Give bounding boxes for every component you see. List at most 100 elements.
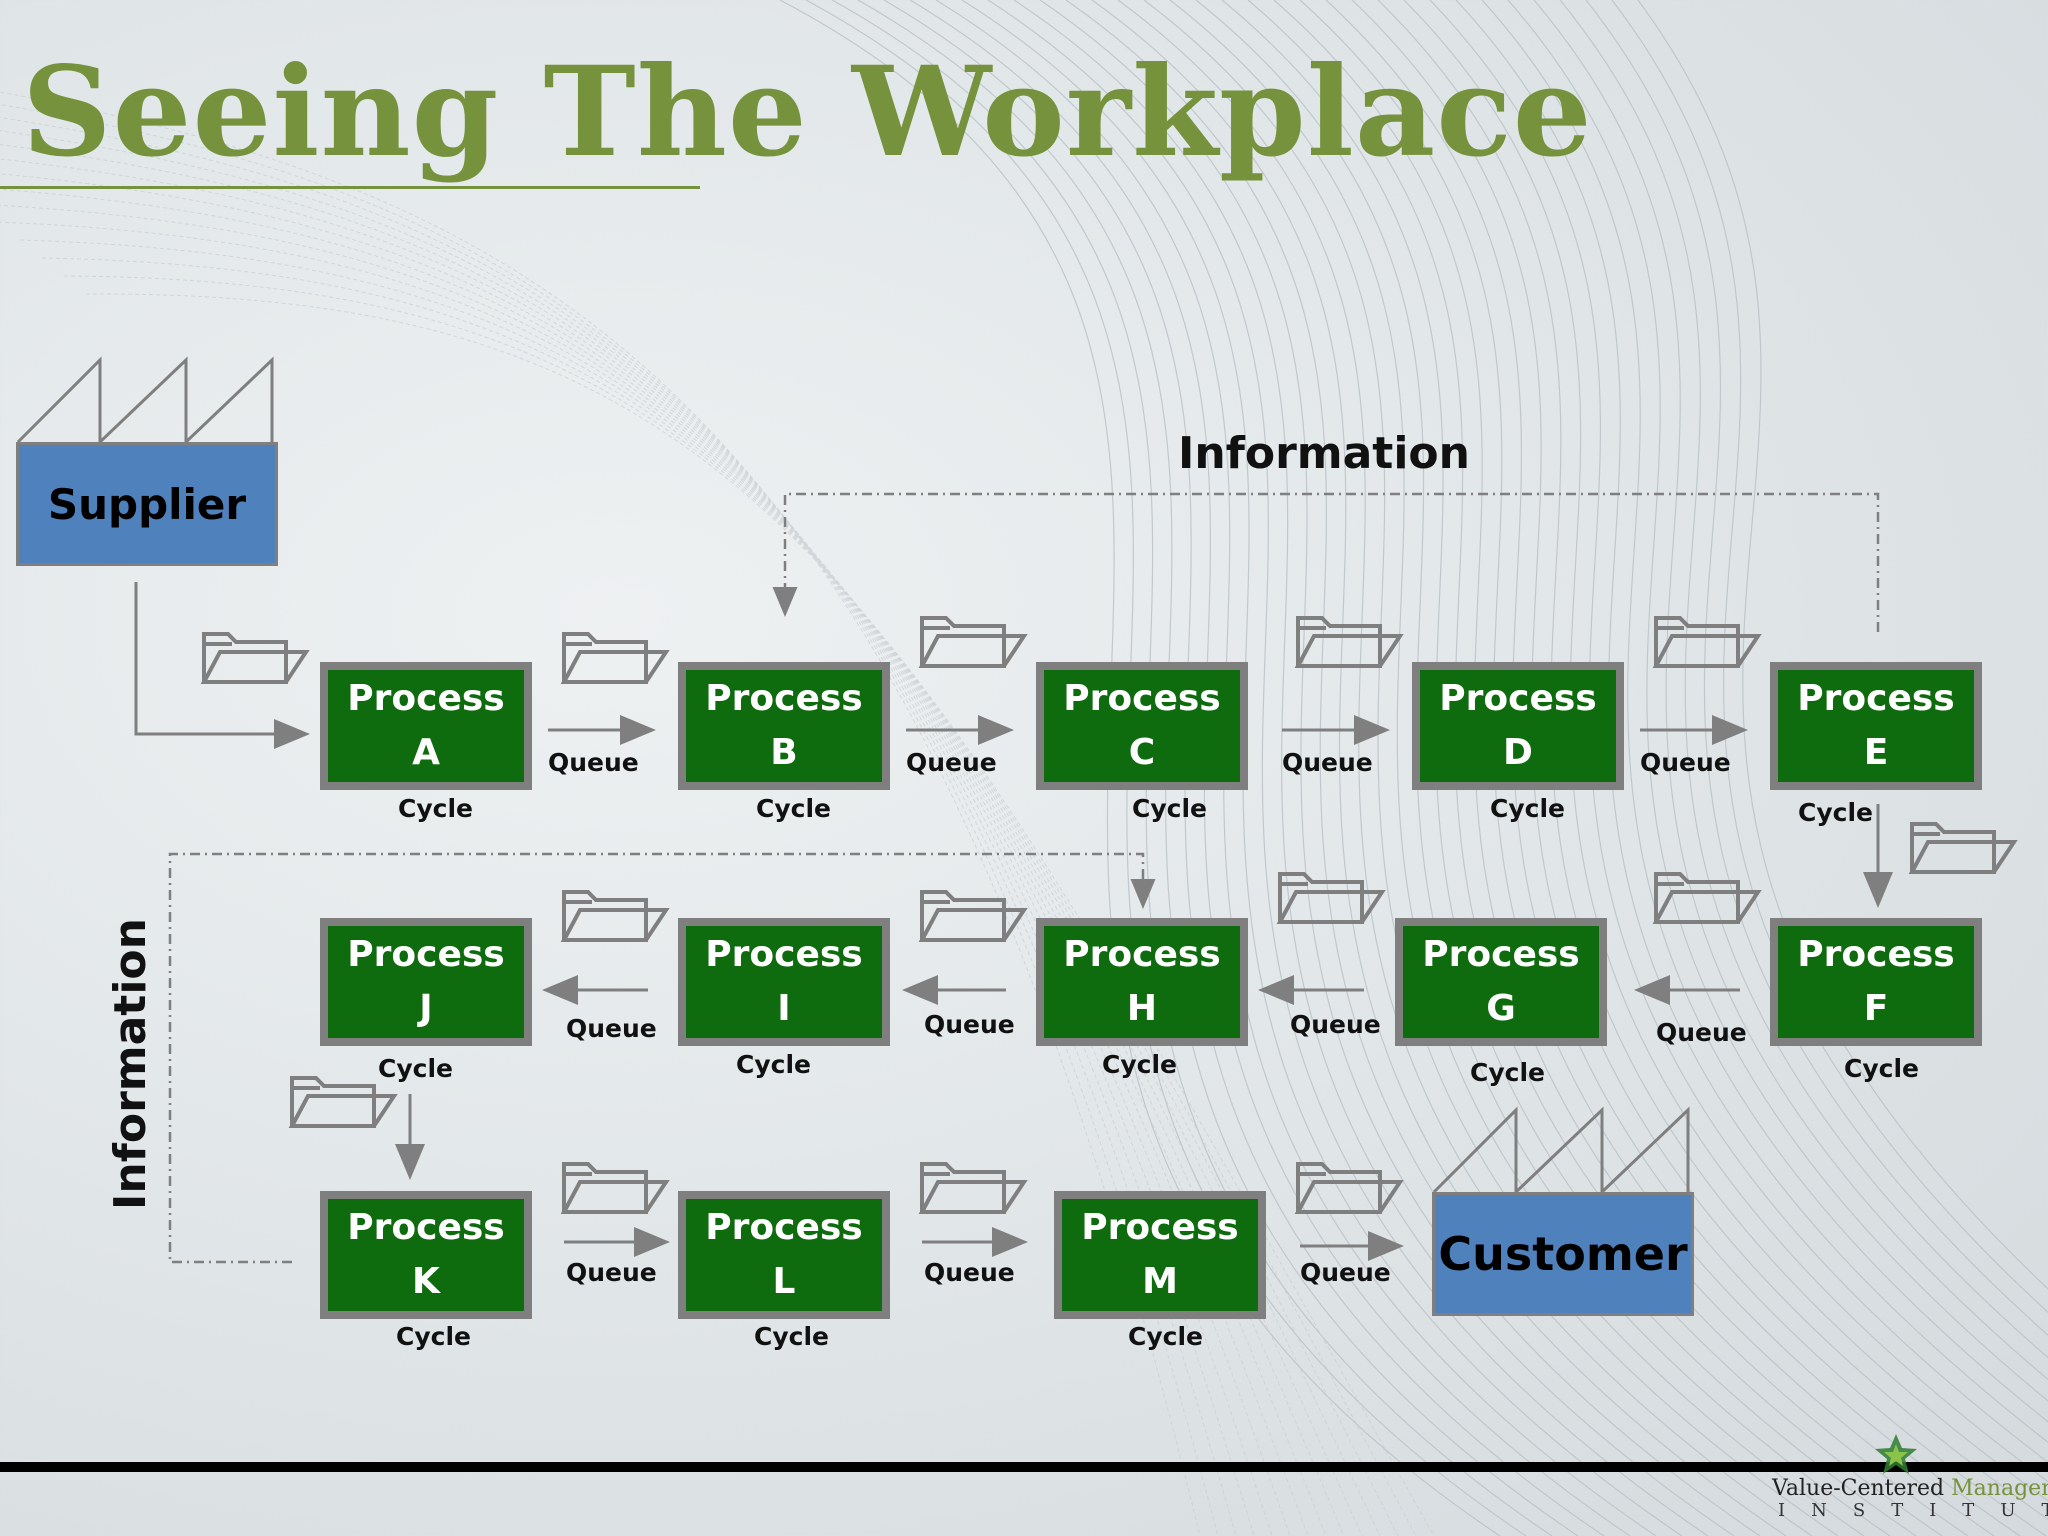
process-word: Process [1063,678,1221,719]
process-word: Process [1439,678,1597,719]
cycle-label: Cycle [1102,1050,1177,1079]
folder-icon [918,890,1028,942]
supplier-factory-roof [16,356,274,446]
cycle-label: Cycle [736,1050,811,1079]
queue-label: Queue [566,1258,657,1287]
wave-line [1611,0,2048,1313]
process-word: Process [705,934,863,975]
process-word: Process [705,678,863,719]
process-letter: J [419,988,433,1029]
folder-icon [560,632,670,684]
folder-icon [560,890,670,942]
wave-line-dashed [0,91,1201,1536]
queue-label: Queue [1300,1258,1391,1287]
background-wave-lines-dashed [0,91,1435,1536]
queue-label: Queue [924,1258,1015,1287]
logo-star-icon [1875,1434,1917,1474]
folder-icon [1652,872,1762,924]
cycle-label: Cycle [756,794,831,823]
cycle-label: Cycle [1470,1058,1545,1087]
process-letter: L [772,1261,796,1302]
wave-line-dashed [41,257,1399,1536]
folder-icon [1908,822,2018,874]
cycle-label: Cycle [1844,1054,1919,1083]
folder-icon [918,1162,1028,1214]
folder-icon [288,1076,398,1128]
customer-label: Customer [1438,1227,1688,1281]
wave-line [1559,0,2048,1359]
process-word: Process [347,1207,505,1248]
supplier-box: Supplier [16,442,278,566]
queue-label: Queue [548,748,639,777]
cycle-label: Cycle [754,1322,829,1351]
wave-line [987,0,1709,1536]
queue-label: Queue [906,748,997,777]
process-letter: I [777,988,791,1029]
process-letter: A [412,732,440,773]
wave-line-dashed [0,130,1255,1536]
process-letter: D [1503,732,1533,773]
information-top-line [772,492,1880,632]
queue-label: Queue [1282,748,1373,777]
information-left-label: Information [105,918,156,1210]
wave-line-dashed [0,116,1237,1536]
wave-line-dashed [0,104,1219,1536]
process-letter: K [412,1261,440,1302]
wave-line [1481,0,2048,1423]
folder-icon [918,616,1028,668]
folder-icon [1652,616,1762,668]
queue-label: Queue [566,1014,657,1043]
wave-line-dashed [63,275,1417,1536]
inventory-folders [200,616,2018,1214]
logo-text-b: Management [1951,1476,2048,1501]
flow-arrows [395,715,1893,1261]
wave-line [1507,0,2048,1402]
process-word: Process [1081,1207,1239,1248]
logo-text-a: Value-Centered [1772,1476,1952,1501]
process-letter: H [1126,988,1158,1029]
logo-subtext: INSTITUTE [1778,1500,2048,1521]
process-word: Process [1797,678,1955,719]
process-letter: B [770,732,798,773]
supplier-to-a-arrow [134,582,310,749]
cycle-label: Cycle [1798,798,1873,827]
process-word: Process [1422,934,1580,975]
process-word: Process [347,678,505,719]
supplier-label: Supplier [47,479,247,529]
process-letter: M [1142,1261,1178,1302]
information-left-line [168,852,1156,1264]
process-letter: C [1128,732,1156,773]
cycle-label: Cycle [1490,794,1565,823]
customer-box: Customer [1432,1192,1694,1316]
wave-line-dashed [0,144,1273,1536]
queue-label: Queue [924,1010,1015,1039]
folder-icon [1276,872,1386,924]
page-title: Seeing The Workplace [22,40,1593,185]
cycle-label: Cycle [1132,794,1207,823]
cycle-label: Cycle [378,1054,453,1083]
wave-line-dashed [85,293,1435,1536]
process-word: Process [705,1207,863,1248]
folder-icon [1294,616,1404,668]
process-word: Process [1797,934,1955,975]
folder-icon [200,632,310,684]
cycle-label: Cycle [1128,1322,1203,1351]
customer-factory-roof [1432,1106,1690,1196]
process-word: Process [1063,934,1221,975]
cycle-label: Cycle [398,794,473,823]
queue-label: Queue [1640,748,1731,777]
title-underline [0,186,700,189]
wave-line-dashed [0,188,1327,1536]
